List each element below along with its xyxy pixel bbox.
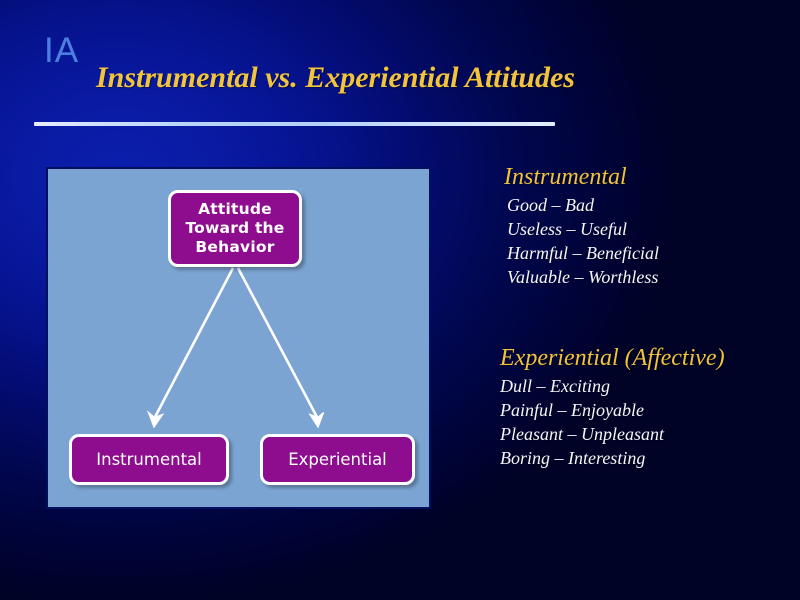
ia-logo: IA <box>44 31 80 70</box>
list-heading-experiential: Experiential (Affective) <box>500 345 725 371</box>
list-block-instrumental: Instrumental Good – Bad Useless – Useful… <box>504 163 659 289</box>
node-right-label: Experiential <box>288 450 387 469</box>
list-item: Painful – Enjoyable <box>500 400 644 420</box>
slide-title: Instrumental vs. Experiential Attitudes <box>96 61 575 94</box>
list-item: Pleasant – Unpleasant <box>500 424 664 444</box>
list-items-experiential: Dull – Exciting Painful – Enjoyable Plea… <box>500 374 725 470</box>
list-item: Valuable – Worthless <box>507 267 659 287</box>
list-heading-instrumental: Instrumental <box>504 164 627 190</box>
node-top-line-2: Toward the <box>185 219 285 237</box>
node-top-label: Attitude Toward the Behavior <box>185 200 284 257</box>
arrow-line-right <box>236 267 320 420</box>
node-left-label: Instrumental <box>96 450 202 469</box>
list-item: Boring – Interesting <box>500 448 646 468</box>
list-item: Dull – Exciting <box>500 376 610 396</box>
arrowhead-left <box>146 410 165 429</box>
diagram-node-instrumental[interactable]: Instrumental <box>69 434 229 485</box>
node-top-line-3: Behavior <box>195 238 275 256</box>
list-item: Useless – Useful <box>507 219 627 239</box>
list-item: Good – Bad <box>507 195 594 215</box>
diagram-node-experiential[interactable]: Experiential <box>260 434 415 485</box>
diagram-panel: Attitude Toward the Behavior Instrumenta… <box>46 167 431 509</box>
list-block-experiential: Experiential (Affective) Dull – Exciting… <box>500 344 725 470</box>
arrowhead-right <box>308 411 325 429</box>
list-item: Harmful – Beneficial <box>507 243 659 263</box>
arrow-line-left <box>152 267 235 420</box>
title-divider-rule <box>34 122 555 126</box>
diagram-node-attitude-toward-the-behavior[interactable]: Attitude Toward the Behavior <box>168 190 302 267</box>
node-top-line-1: Attitude <box>198 200 272 218</box>
list-items-instrumental: Good – Bad Useless – Useful Harmful – Be… <box>507 193 659 289</box>
